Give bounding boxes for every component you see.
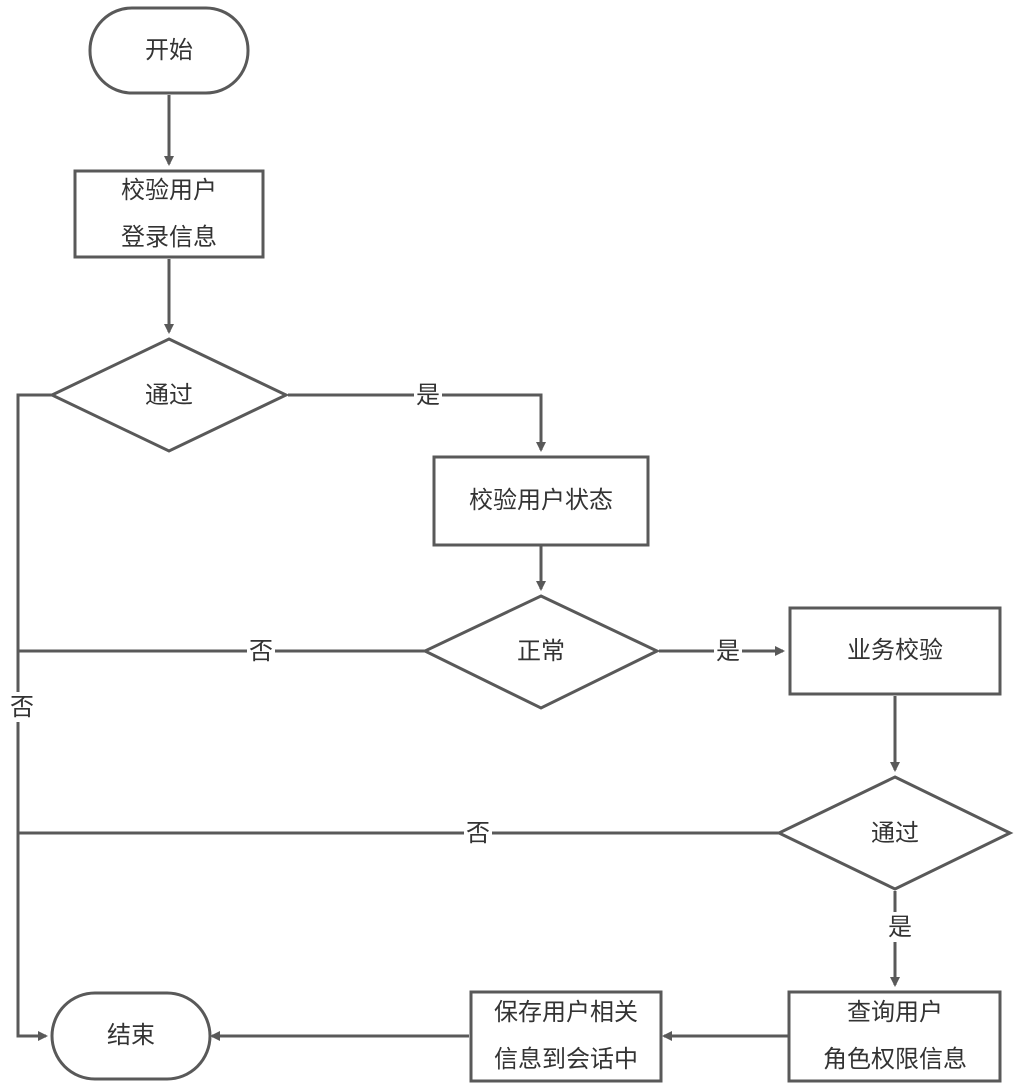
edge-pass1-yes-to-validate-status	[288, 393, 546, 452]
pass1-no-label: 否	[10, 693, 34, 721]
normal-decision-node	[421, 594, 661, 710]
pass2-label: 通过	[871, 819, 919, 847]
query-roles-label-line2: 角色权限信息	[823, 1045, 967, 1073]
save-session-label-line2: 信息到会话中	[494, 1045, 638, 1073]
pass1-decision-node	[48, 337, 290, 453]
query-roles-label-line1: 查询用户	[847, 998, 943, 1026]
end-node-label: 结束	[107, 1021, 155, 1049]
business-check-node	[788, 606, 1002, 696]
business-check-label: 业务校验	[847, 636, 943, 664]
pass2-no-label: 否	[466, 819, 490, 847]
normal-yes-label: 是	[716, 637, 740, 665]
pass1-label: 通过	[145, 381, 193, 409]
start-node	[88, 6, 250, 95]
validate-login-label-line2: 登录信息	[121, 223, 217, 251]
start-node-label: 开始	[145, 36, 193, 64]
save-session-label-line1: 保存用户相关	[494, 998, 638, 1026]
edge-labels: 是 是 否 否 否 是	[8, 380, 914, 942]
validate-login-node	[73, 169, 265, 259]
save-session-node	[469, 990, 663, 1083]
pass2-decision-node	[775, 775, 1014, 891]
normal-label: 正常	[517, 637, 565, 665]
pass2-yes-label: 是	[888, 913, 912, 941]
validate-status-label: 校验用户状态	[469, 486, 613, 514]
validate-status-node	[432, 455, 650, 547]
normal-no-label: 否	[249, 637, 273, 665]
query-roles-node	[787, 990, 1002, 1083]
end-node	[50, 991, 212, 1081]
nodes: 开始 校验用户 登录信息 通过 校验用户状态 正常 业务校验 通过 查询用户 角…	[48, 6, 1014, 1083]
validate-login-label-line1: 校验用户	[121, 176, 217, 204]
pass1-yes-label: 是	[416, 381, 440, 409]
